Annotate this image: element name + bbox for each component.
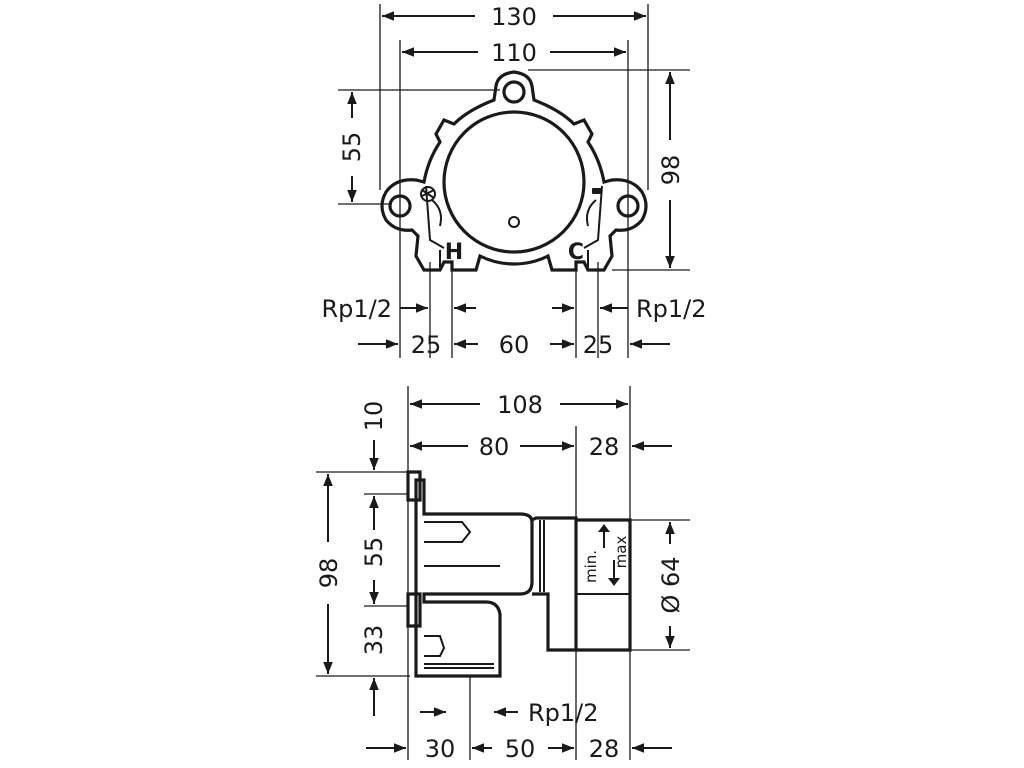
dimension-spacing-top: 25 60 25: [358, 331, 670, 359]
label-130: 130: [491, 3, 537, 31]
dimension-diameter: Ø 64: [657, 522, 685, 648]
dimension-bottom: 30 50 28: [366, 735, 672, 763]
thread-label-right: Rp1/2: [636, 295, 707, 323]
thread-label-left: Rp1/2: [321, 295, 392, 323]
thread-arrows-top: Rp1/2 Rp1/2: [321, 295, 706, 323]
min-label: min.: [582, 550, 600, 583]
label-10: 10: [360, 401, 388, 432]
label-50: 50: [505, 735, 536, 763]
label-28-top: 28: [589, 433, 620, 461]
top-view: 130 110 55 98 Rp1/2 Rp1/2: [321, 3, 706, 359]
valve-body-side: [406, 470, 632, 678]
thread-label-side: Rp1/2: [528, 699, 599, 727]
dimension-108: 108: [410, 391, 628, 419]
label-25-right: 25: [583, 331, 614, 359]
dimension-130: 130: [382, 3, 646, 31]
valve-housing-top: [380, 70, 648, 272]
label-33: 33: [360, 625, 388, 656]
label-80: 80: [479, 433, 510, 461]
dimension-98-top: 98: [657, 72, 685, 268]
label-55-top: 55: [338, 132, 366, 163]
max-label: max: [612, 536, 630, 569]
center-hole: [508, 216, 520, 228]
label-28-bottom: 28: [589, 735, 620, 763]
label-110: 110: [491, 39, 537, 67]
main-bore-circle: [442, 110, 586, 254]
label-60: 60: [499, 331, 530, 359]
label-98-top: 98: [657, 155, 685, 186]
label-30: 30: [425, 735, 456, 763]
label-25-left: 25: [411, 331, 442, 359]
label-diameter: Ø 64: [657, 556, 685, 613]
dimension-55-top: 55: [338, 92, 366, 202]
thread-side: Rp1/2: [420, 699, 599, 727]
hot-label: H: [445, 240, 463, 265]
dimension-10: 10: [360, 401, 388, 530]
label-98-side: 98: [315, 558, 343, 589]
dimension-80-28: 80 28: [410, 433, 672, 461]
label-55-side: 55: [360, 537, 388, 568]
label-108: 108: [497, 391, 543, 419]
dimension-98-side: 98: [315, 474, 343, 674]
top-extension-lines: [338, 4, 690, 358]
min-max-markers: min. max: [582, 524, 630, 586]
mounting-holes: [388, 80, 640, 218]
side-view: 108 80 28 10 98 55 33: [315, 386, 690, 763]
dimension-110: 110: [402, 39, 626, 67]
dimension-55-33: 55 33: [360, 537, 388, 716]
plug-details: [420, 186, 602, 202]
cold-label: C: [568, 240, 584, 265]
